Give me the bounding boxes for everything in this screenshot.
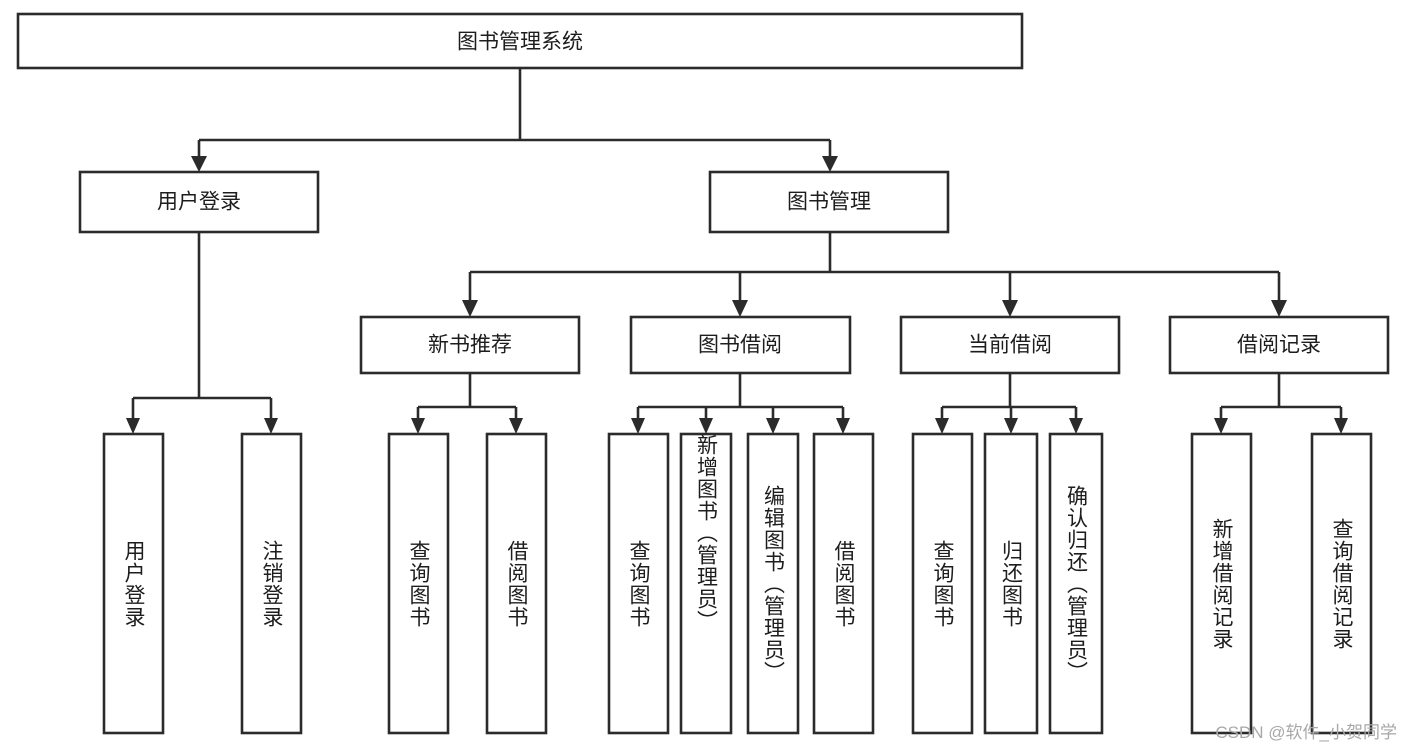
node-box-current-borrow[interactable]	[899, 315, 1121, 375]
arrow-to-book-borrow	[732, 300, 748, 317]
arrow-leaf-edit-book	[766, 418, 780, 434]
node-box-new-book-recommend[interactable]	[359, 315, 581, 375]
node-box-root[interactable]	[16, 12, 1024, 70]
node-label-borrow-records: 借阅记录	[1237, 334, 1321, 357]
node-box-leaf-query-book-3[interactable]	[911, 432, 974, 735]
arrow-leaf-user-login	[126, 418, 140, 434]
node-box-leaf-user-login[interactable]	[102, 432, 165, 735]
node-box-leaf-return-book[interactable]	[983, 432, 1039, 735]
arrow-leaf-add-book	[699, 418, 713, 434]
arrow-leaf-borrow-book-1	[509, 418, 523, 434]
node-box-leaf-add-book[interactable]	[679, 432, 733, 735]
node-box-leaf-add-record[interactable]	[1190, 432, 1253, 735]
node-box-leaf-confirm-return[interactable]	[1048, 432, 1104, 735]
node-layer: 图书管理系统 用户登录 图书管理 新书推荐 图书借阅 当前借阅 借阅记录	[16, 12, 1390, 735]
node-label-root: 图书管理系统	[457, 31, 583, 54]
node-box-leaf-query-record[interactable]	[1310, 432, 1373, 735]
arrow-to-user-login	[191, 156, 207, 172]
arrow-to-borrow-records	[1271, 300, 1287, 317]
node-box-leaf-edit-book[interactable]	[746, 432, 800, 735]
node-label-current-borrow: 当前借阅	[968, 334, 1052, 357]
connector-layer	[126, 68, 1348, 434]
node-box-leaf-query-book-2[interactable]	[607, 432, 670, 735]
arrow-leaf-return-book	[1004, 418, 1018, 434]
node-box-book-borrow[interactable]	[629, 315, 852, 375]
arrow-leaf-query-book-1	[411, 418, 425, 434]
node-box-book-management[interactable]	[708, 170, 950, 234]
node-box-leaf-borrow-book-1[interactable]	[485, 432, 548, 735]
arrow-leaf-borrow-book-2	[836, 418, 850, 434]
arrow-leaf-query-book-2	[631, 418, 645, 434]
node-box-leaf-borrow-book-2[interactable]	[812, 432, 875, 735]
arrow-leaf-confirm-return	[1069, 418, 1083, 434]
node-box-leaf-query-book-1[interactable]	[387, 432, 450, 735]
arrow-leaf-query-book-3	[935, 418, 949, 434]
node-box-user-login[interactable]	[78, 170, 320, 234]
node-box-borrow-records[interactable]	[1168, 315, 1390, 375]
arrow-to-current-borrow	[1002, 300, 1018, 317]
node-label-new-book-recommend: 新书推荐	[428, 334, 512, 357]
arrow-leaf-logout	[264, 418, 278, 434]
node-label-user-login: 用户登录	[157, 191, 241, 214]
node-label-book-borrow: 图书借阅	[698, 334, 782, 357]
node-box-leaf-logout[interactable]	[240, 432, 303, 735]
arrow-to-book-management	[822, 156, 838, 172]
arrow-leaf-query-record	[1334, 418, 1348, 434]
arrow-leaf-add-record	[1214, 418, 1228, 434]
node-label-book-management: 图书管理	[787, 191, 871, 214]
arrow-to-new-book-recommend	[462, 300, 478, 317]
